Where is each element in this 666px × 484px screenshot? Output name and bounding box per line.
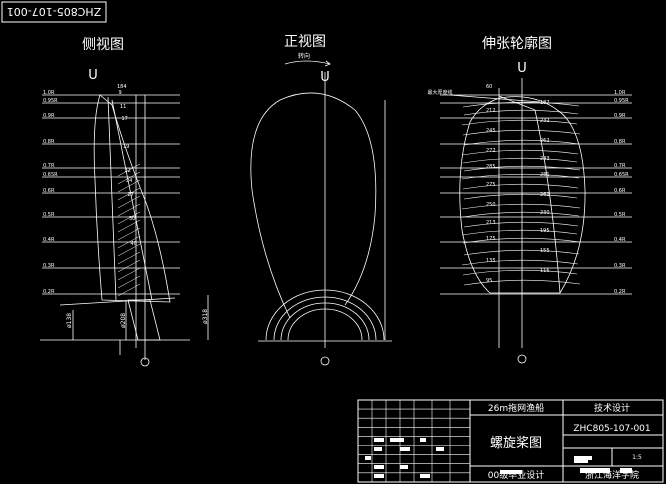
side-view-title: 侧视图 [82,37,124,53]
title-block-mark [420,474,430,478]
chord-value: 272 [486,148,496,154]
title-block-mark [400,465,408,469]
chord-value: 245 [486,128,496,134]
chord-value: 262 [540,192,550,198]
side-value: 40 [131,241,137,247]
chord-value: 281 [540,172,550,178]
chord-value: 195 [540,228,550,234]
expanded-radius-label: 0.8R [614,139,626,145]
chord-value: 232 [540,118,550,124]
front-view-title: 正视图 [284,34,326,50]
chord-value: 175 [486,236,496,242]
title-block-mark [574,456,592,460]
expanded-radius-label: 0.9R [614,113,626,119]
u-marker-side: U [88,68,98,83]
expanded-view [440,78,632,364]
side-radius-label: 0.95R [43,98,58,104]
side-value: 11 [120,104,126,110]
expanded-radius-label: 0.4R [614,237,626,243]
flipped-number-text: ZHC805-107-001 [7,5,101,18]
expanded-radius-label: 1.0R [614,90,626,96]
side-radius-label: 1.0R [43,90,55,96]
expanded-radius-label: 0.6R [614,188,626,194]
chord-value: 60 [486,84,492,90]
side-radius-label: 0.65R [43,172,58,178]
u-marker-expanded: U [517,61,527,76]
side-value: 27 [128,192,134,198]
side-radius-label: 0.5R [43,212,55,218]
chord-value: 283 [540,156,550,162]
title-block-mark [500,470,522,474]
rotation-label: 转向 [298,52,310,60]
side-view [40,94,209,367]
title-block-mark [580,468,610,473]
title-block-mark [374,447,382,451]
side-value: 9 [119,90,122,96]
title-block-fill-marks [365,438,632,478]
title-block-mark [436,447,444,451]
expanded-radius-label: 0.65R [614,172,629,178]
chord-value: 135 [486,258,496,264]
scale: 1:5 [632,454,642,461]
expanded-radius-label: 0.7R [614,163,626,169]
title-block-mark [420,438,426,442]
part-name: 螺旋桨图 [490,435,542,451]
side-radius-labels: 1.0R 0.95R 0.9R 0.8R 0.7R 0.65R 0.6R 0.5R 0.4R 0.… [43,90,58,295]
project-name: 26m拖网渔船 [488,402,544,414]
side-value: 30 [129,216,135,222]
chord-value: 262 [540,138,550,144]
title-block-mark [390,438,404,442]
expanded-radius-label: 0.3R [614,263,626,269]
expanded-chord-values: 60 187 212 232 245 262 272 283 285 281 275 262 250 23… [486,84,550,284]
expanded-radius-label: 0.5R [614,212,626,218]
side-radius-label: 0.4R [43,237,55,243]
expanded-radius-label: 0.95R [614,98,629,104]
flipped-drawing-number: ZHC805-107-001 [1,1,107,23]
rotation-arrow: 转向 [284,52,331,67]
chord-value: 212 [486,108,496,114]
side-value: 19 [123,144,129,150]
title-block-mark [374,474,384,478]
side-radius-label: 0.2R [43,289,55,295]
side-value: 17 [122,116,128,122]
chord-value: 275 [486,182,496,188]
side-dim-1: ø138 [66,313,73,328]
chord-value: 155 [540,248,550,254]
side-dim-3: ø318 [202,309,209,324]
side-radius-label: 0.9R [43,113,55,119]
drawing-number: ZHC805-107-001 [573,424,650,434]
side-value: 22 [125,168,131,174]
side-radius-label: 0.6R [43,188,55,194]
side-radius-label: 0.8R [43,139,55,145]
chord-value: 187 [540,100,550,106]
expanded-view-title: 伸张轮廓图 [482,35,552,52]
title-block [357,399,664,483]
title-block-mark [374,465,384,469]
side-radius-label: 0.7R [43,163,55,169]
chord-value: 95 [486,278,492,284]
side-radius-label: 0.3R [43,263,55,269]
title-block-mark [374,438,384,442]
chord-value: 250 [486,202,496,208]
side-dim-2: ø208 [120,313,127,328]
title-block-mark [400,447,410,451]
design-note: 00级毕业设计 [488,469,544,481]
expanded-radius-labels: 1.0R 0.95R 0.9R 0.8R 0.7R 0.65R 0.6R 0.5R 0.4R 0.… [614,90,629,295]
title-block-mark [620,468,632,473]
school-name: 浙江海洋学院 [585,469,639,481]
chord-value: 230 [540,210,550,216]
title-block-mark [574,460,588,463]
expanded-radius-label: 0.2R [614,289,626,295]
max-thickness-label: 最大厚度线 [427,89,452,96]
chord-value: 213 [486,220,496,226]
chord-value: 116 [540,268,550,274]
side-value: 184 [117,84,127,90]
front-view [250,72,392,366]
side-value: 24 [126,178,132,184]
title-block-mark [365,456,371,460]
chord-value: 285 [486,164,496,170]
design-stage: 技术设计 [594,402,630,414]
